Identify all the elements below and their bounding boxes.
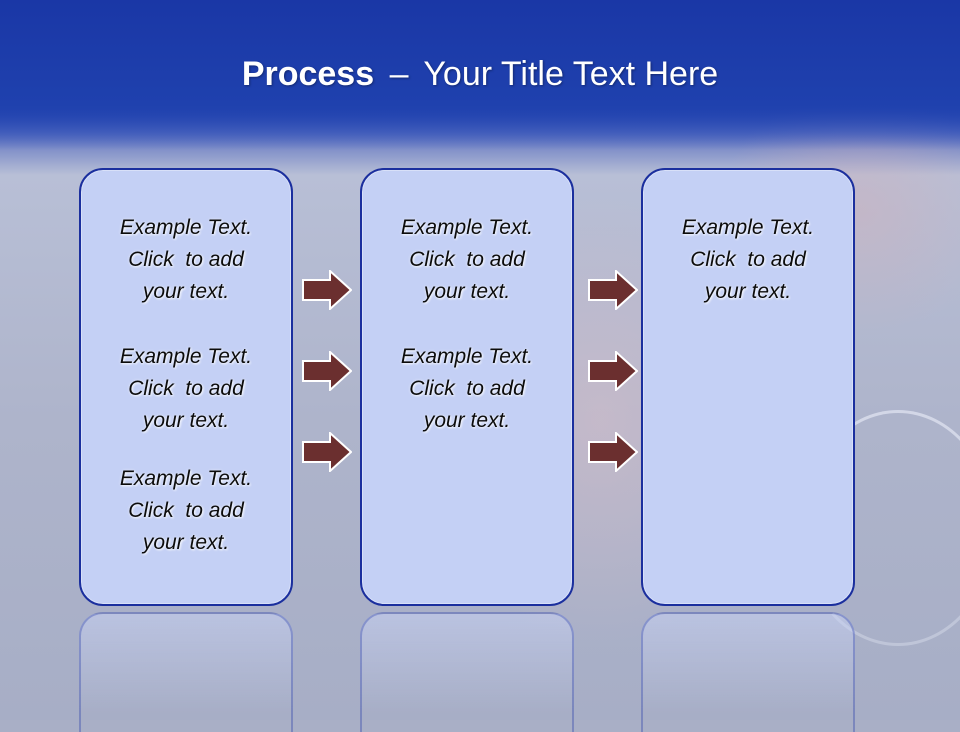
slide-title[interactable]: Process – Your Title Text Here (0, 52, 960, 96)
text-line: Click to add (128, 248, 244, 271)
text-line: Click to add (409, 377, 525, 400)
box-reflection-3 (641, 612, 855, 732)
text-line: Example Text. (400, 345, 534, 368)
process-box-1[interactable]: Example Text. Click to add your text. Ex… (79, 168, 293, 606)
text-line: your text. (142, 531, 230, 554)
text-line: Example Text. (119, 467, 253, 490)
text-line: Example Text. (400, 216, 534, 239)
right-arrow-icon (588, 270, 638, 310)
text-line: Click to add (128, 377, 244, 400)
text-placeholder[interactable]: Example Text. Click to add your text. (362, 341, 572, 437)
box-reflection-2 (360, 612, 574, 732)
text-line: Click to add (409, 248, 525, 271)
text-placeholder[interactable]: Example Text. Click to add your text. (81, 212, 291, 308)
text-line: Example Text. (681, 216, 815, 239)
right-arrow-icon (302, 432, 352, 472)
text-line: Click to add (128, 499, 244, 522)
title-bar (0, 0, 960, 150)
process-box-3[interactable]: Example Text. Click to add your text. (641, 168, 855, 606)
box-reflection-1 (79, 612, 293, 732)
text-line: Example Text. (119, 345, 253, 368)
text-line: your text. (423, 409, 511, 432)
right-arrow-icon (302, 351, 352, 391)
text-line: your text. (142, 409, 230, 432)
text-placeholder[interactable]: Example Text. Click to add your text. (81, 463, 291, 559)
title-bold-text: Process (241, 55, 375, 93)
right-arrow-icon (302, 270, 352, 310)
text-line: your text. (704, 280, 792, 303)
process-box-2[interactable]: Example Text. Click to add your text. Ex… (360, 168, 574, 606)
text-placeholder[interactable]: Example Text. Click to add your text. (362, 212, 572, 308)
title-text: Your Title Text Here (423, 55, 719, 93)
text-line: your text. (142, 280, 230, 303)
text-line: Click to add (690, 248, 806, 271)
text-line: Example Text. (119, 216, 253, 239)
right-arrow-icon (588, 432, 638, 472)
right-arrow-icon (588, 351, 638, 391)
text-placeholder[interactable]: Example Text. Click to add your text. (643, 212, 853, 308)
text-placeholder[interactable]: Example Text. Click to add your text. (81, 341, 291, 437)
text-line: your text. (423, 280, 511, 303)
title-separator: – (389, 55, 409, 93)
